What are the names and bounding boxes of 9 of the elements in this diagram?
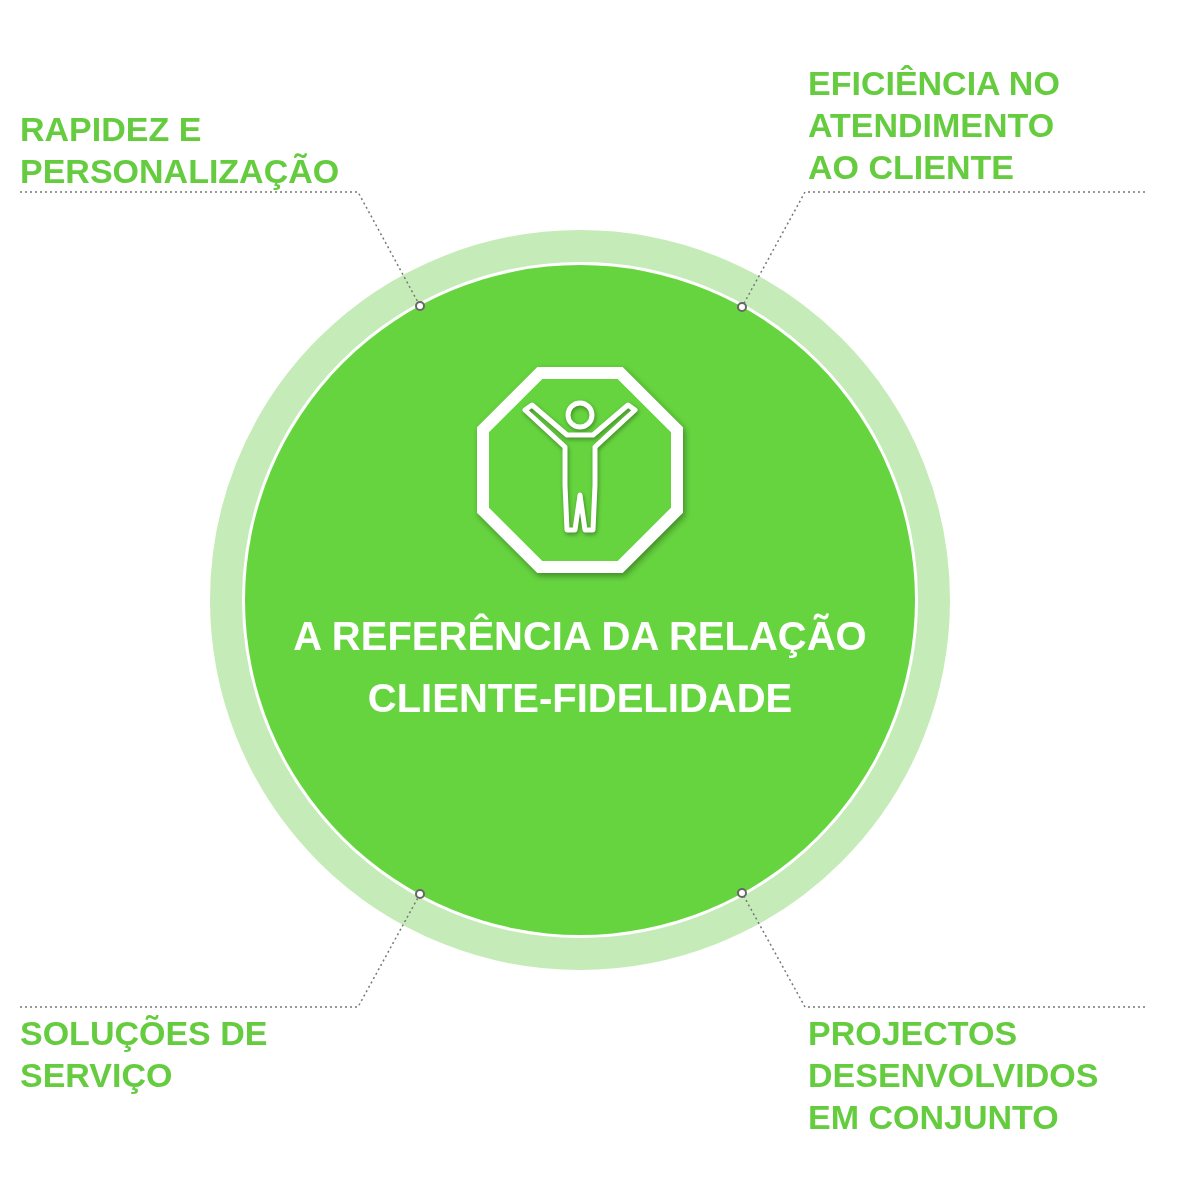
leader-line <box>19 889 425 1008</box>
center-title: A REFERÊNCIA DA RELAÇÃO CLIENTE-FIDELIDADE <box>292 612 868 722</box>
leader-line <box>737 888 1146 1008</box>
callout-label: EFICIÊNCIA NO ATENDIMENTO AO CLIENTE <box>808 62 1145 192</box>
callout-label: PROJECTOS DESENVOLVIDOS EM CONJUNTO <box>808 1012 1145 1142</box>
leader-line <box>737 191 1146 312</box>
leader-line <box>19 191 425 311</box>
callout-label: SOLUÇÕES DE SERVIÇO <box>20 1012 358 1096</box>
callout-label: RAPIDEZ E PERSONALIZAÇÃO <box>20 108 358 192</box>
